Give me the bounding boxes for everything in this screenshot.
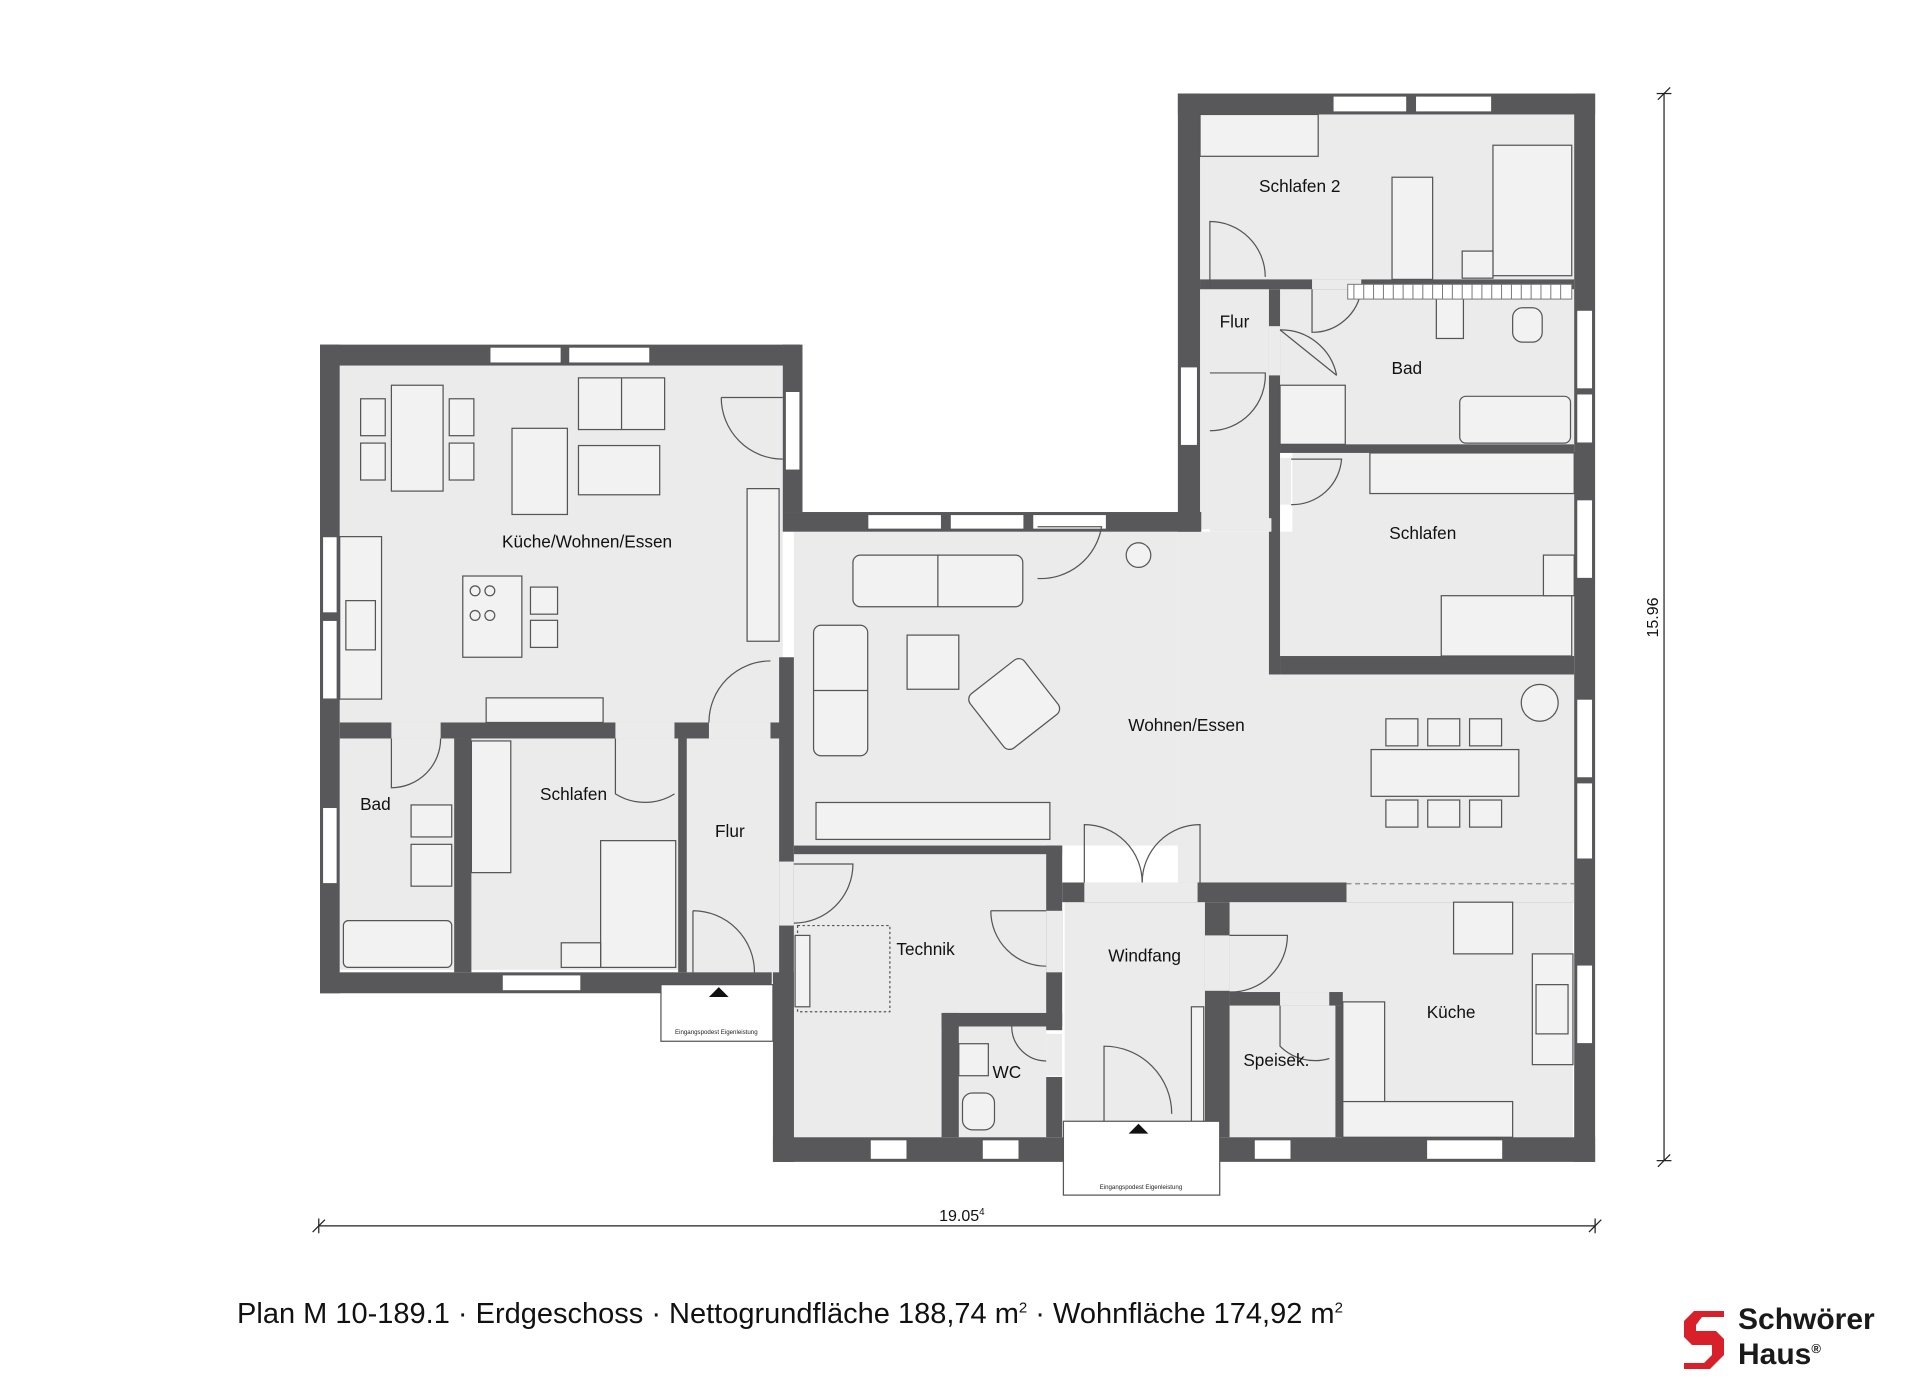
room-schlafen-right: Schlafen (1389, 523, 1456, 543)
width-sup: 4 (979, 1207, 985, 1218)
width-dimension: 19.054 (939, 1207, 985, 1225)
height-dimension: 15.96 (1645, 597, 1662, 637)
room-schlafen-left: Schlafen (540, 784, 607, 804)
wardrobe-hatch (1347, 283, 1573, 300)
plan-caption: Plan M 10-189.1 · Erdgeschoss · Nettogru… (0, 1298, 1580, 1331)
furniture (339, 113, 1575, 1138)
schwoerer-s-logo-icon (1684, 1311, 1724, 1369)
caption-sup2: 2 (1334, 1299, 1343, 1317)
logo-wordmark: Schwörer Haus® (1738, 1303, 1875, 1371)
caption-part2: · Wohnfläche 174,92 m (1027, 1298, 1335, 1330)
room-wohnen-essen: Wohnen/Essen (1128, 715, 1244, 735)
room-speisek: Speisek. (1243, 1050, 1309, 1070)
caption-sup1: 2 (1018, 1299, 1028, 1317)
room-bad-left: Bad (360, 794, 391, 814)
room-schlafen-2: Schlafen 2 (1259, 176, 1340, 196)
room-labels: Küche/Wohnen/Essen Bad Schlafen Flur Sch… (360, 176, 1475, 1082)
schwoerer-haus-logo: Schwörer Haus® (1680, 1303, 1900, 1379)
dimension-lines (312, 86, 1672, 1234)
entrance-label-main: Eingangspodest Eigenleistung (1100, 1184, 1183, 1191)
openings (391, 279, 1575, 1076)
logo-line2: Haus (1738, 1338, 1812, 1371)
windows (321, 95, 1594, 1161)
entrance-platforms: Eingangspodest Eigenleistung Eingangspod… (660, 984, 1221, 1196)
door-swings (390, 220, 1362, 1125)
room-bad-right: Bad (1391, 358, 1422, 378)
room-wc: WC (992, 1062, 1021, 1082)
logo-line2-wrap: Haus® (1738, 1334, 1875, 1371)
room-windfang: Windfang (1108, 945, 1181, 965)
room-technik: Technik (896, 939, 955, 959)
room-flur-right: Flur (1220, 311, 1250, 331)
room-flur-left: Flur (715, 821, 745, 841)
width-value: 19.05 (939, 1208, 979, 1225)
room-kuche-wohnen-essen: Küche/Wohnen/Essen (502, 532, 672, 552)
entrance-label-left: Eingangspodest Eigenleistung (675, 1029, 758, 1036)
logo-line1: Schwörer (1738, 1303, 1875, 1336)
room-kuche: Küche (1427, 1002, 1476, 1022)
logo-reg: ® (1811, 1341, 1821, 1356)
caption-part1: Plan M 10-189.1 · Erdgeschoss · Nettogru… (237, 1298, 1019, 1330)
